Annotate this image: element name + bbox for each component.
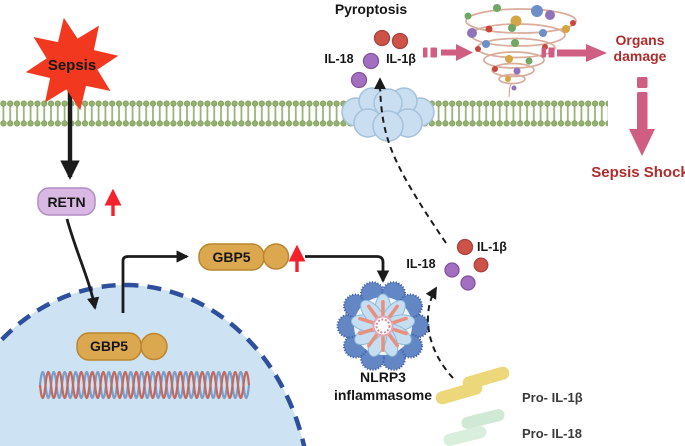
- nlrp3-rods: [358, 300, 408, 352]
- storm-cytokine-dots: [464, 4, 576, 91]
- gbp5-to-nlrp3-arrow: [305, 255, 390, 283]
- pro-il18-label: Pro- IL-18: [522, 426, 582, 441]
- il18-dot: [444, 262, 460, 278]
- cell-membrane: [0, 100, 608, 127]
- nucleus-to-gbp5-arrow: [121, 250, 189, 313]
- shock-arrow: [629, 77, 655, 156]
- pro-il1b-bars: [435, 366, 510, 405]
- retn-label: RETN: [47, 194, 85, 210]
- cleavage-arrow: [425, 286, 454, 379]
- il1b-released-label: IL-1β: [386, 52, 416, 66]
- nlrp3-inflammasome: [336, 281, 430, 371]
- nucleus: [0, 282, 307, 446]
- il18-dot: [460, 275, 476, 291]
- il18-dot: [362, 52, 380, 70]
- storm-input-arrow: [423, 44, 473, 61]
- retn-box: RETN: [37, 187, 96, 216]
- il1b-dot: [373, 29, 391, 47]
- gbp5-cytoplasm-complex: GBP5: [198, 243, 290, 271]
- pro-il1b-label: Pro- IL-1β: [522, 390, 583, 405]
- il18-cytoplasm-label: IL-18: [406, 257, 435, 271]
- retn-to-nucleus-arrow: [65, 218, 100, 310]
- cytoplasm-cytokines: IL-1β IL-18: [406, 238, 507, 291]
- pro-il18-bars: [443, 409, 505, 446]
- pyroptosis-label: Pyroptosis: [335, 1, 408, 17]
- sepsis-label: Sepsis: [48, 57, 96, 74]
- sepsis-shock-label: Sepsis Shock: [591, 164, 685, 181]
- organs-damage-label-line2: damage: [614, 48, 667, 64]
- sepsis-starburst: Sepsis: [25, 17, 119, 111]
- il18-dot: [350, 71, 368, 89]
- nlrp3-label-line2: inflammasome: [334, 387, 432, 403]
- gasdermin-pore: [341, 87, 435, 142]
- il1b-dot: [391, 32, 409, 50]
- secretion-arrow: [374, 77, 447, 244]
- dna-helix: [38, 370, 251, 400]
- il1b-cytoplasm-label: IL-1β: [477, 240, 507, 254]
- il1b-dot: [456, 238, 474, 256]
- cytokine-storm-tornado: [464, 4, 577, 98]
- released-cytokines: IL-18 IL-1β: [324, 29, 416, 89]
- nlrp3-label-line1: NLRP3: [360, 369, 406, 385]
- gbp5-cytoplasm-label: GBP5: [212, 249, 250, 265]
- gbp5-nucleus-complex: GBP5: [76, 332, 168, 361]
- il1b-dot: [473, 257, 489, 273]
- il18-released-label: IL-18: [324, 52, 353, 66]
- organs-damage-label-line1: Organs: [615, 32, 664, 48]
- storm-output-arrow: [541, 44, 607, 62]
- gbp5-nucleus-label: GBP5: [90, 338, 128, 354]
